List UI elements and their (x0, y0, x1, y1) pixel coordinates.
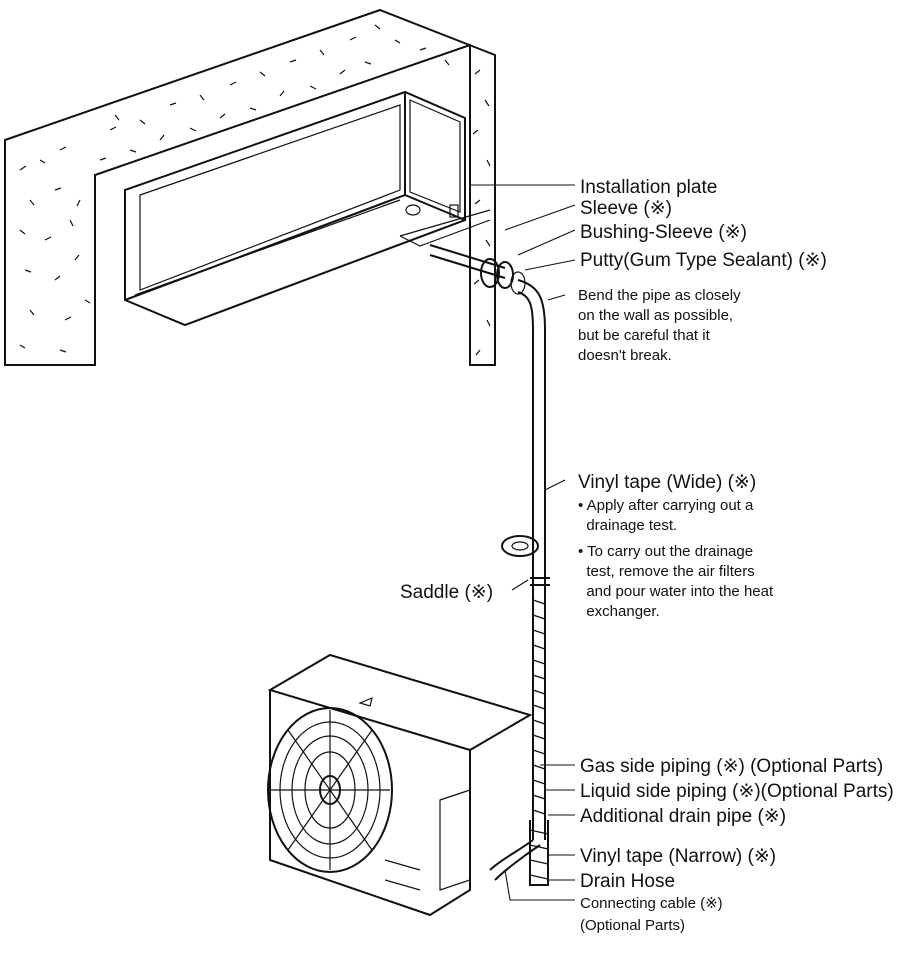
label-connecting-cable: Connecting cable (※) (Optional Parts) (580, 895, 723, 934)
svg-text:on the wall as possible,: on the wall as possible, (578, 307, 733, 324)
label-liquid-side-piping: Liquid side piping (※)(Optional Parts) (580, 781, 894, 802)
label-sleeve: Sleeve (※) (580, 198, 672, 219)
leaders (470, 184, 576, 901)
svg-text:doesn't break.: doesn't break. (578, 347, 672, 364)
svg-text:test, remove the air filters: test, remove the air filters (578, 563, 755, 580)
wall (4, 8, 496, 366)
labels: Installation plate Sleeve (※) Bushing-Sl… (400, 177, 894, 934)
label-gas-side-piping: Gas side piping (※) (Optional Parts) (580, 756, 883, 777)
svg-text:• Apply after carrying out a: • Apply after carrying out a (578, 497, 754, 514)
svg-text:Connecting cable (※): Connecting cable (※) (580, 895, 723, 912)
indoor-unit (124, 90, 491, 327)
label-drain-hose: Drain Hose (580, 871, 675, 892)
label-additional-drain-pipe: Additional drain pipe (※) (580, 806, 786, 827)
outdoor-unit (267, 653, 533, 917)
svg-text:and pour water into the heat: and pour water into the heat (578, 583, 774, 600)
svg-text:but be careful that it: but be careful that it (578, 327, 711, 344)
svg-text:• To carry out the drainage: • To carry out the drainage (578, 543, 753, 560)
label-putty: Putty(Gum Type Sealant) (※) (580, 250, 827, 271)
label-saddle: Saddle (※) (400, 582, 493, 603)
label-vinyl-tape-narrow: Vinyl tape (Narrow) (※) (580, 846, 776, 867)
svg-text:(Optional Parts): (Optional Parts) (580, 917, 685, 934)
svg-text:drainage test.: drainage test. (578, 517, 677, 534)
svg-text:exchanger.: exchanger. (578, 603, 660, 620)
wall-texture (19, 24, 491, 356)
label-installation-plate: Installation plate (580, 177, 717, 198)
label-bushing-sleeve: Bushing-Sleeve (※) (580, 222, 747, 243)
label-vinyl-tape-wide: Vinyl tape (Wide) (※) (578, 472, 756, 493)
note-bend-pipe: Bend the pipe as closely on the wall as … (578, 287, 741, 364)
svg-text:Bend the pipe as closely: Bend the pipe as closely (578, 287, 741, 304)
piping (429, 244, 550, 886)
note-vinyl-wide: • Apply after carrying out a drainage te… (578, 497, 774, 620)
fan-grille (267, 707, 393, 873)
